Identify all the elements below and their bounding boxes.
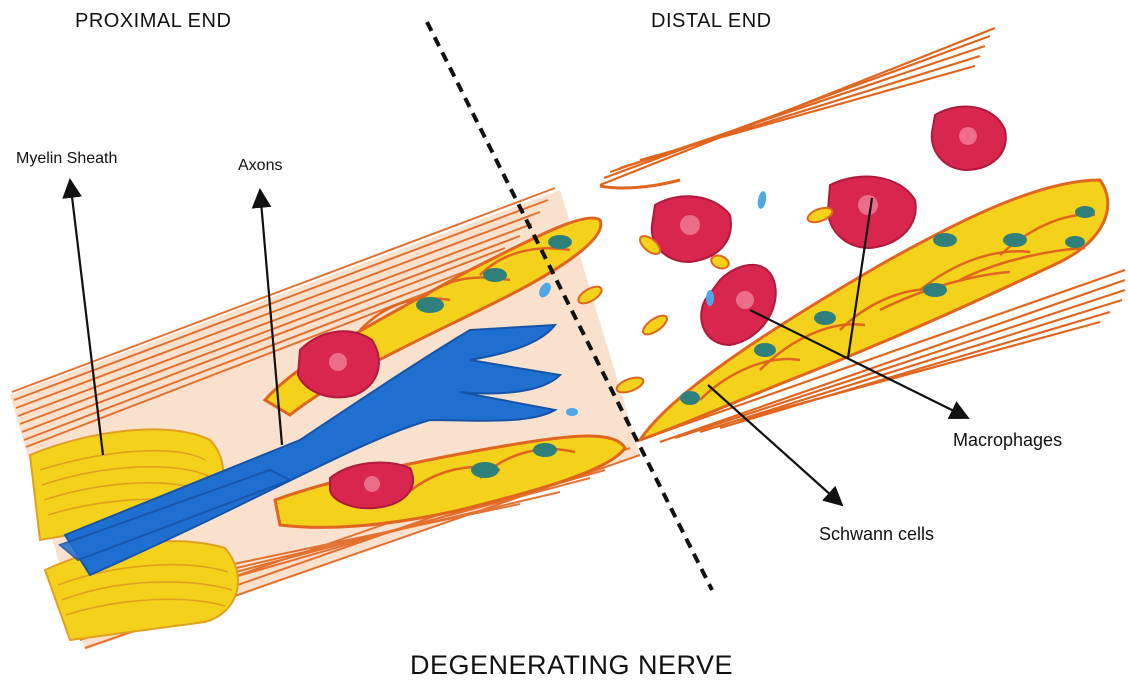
distal-sheath-top	[600, 28, 995, 188]
proximal-end-label: PROXIMAL END	[75, 10, 231, 33]
macrophage-distal-1	[652, 196, 731, 262]
diagram-title: DEGENERATING NERVE	[410, 650, 733, 681]
myelin-sheath-label: Myelin Sheath	[16, 150, 117, 168]
axons-label: Axons	[238, 157, 282, 175]
distal-nerve	[537, 28, 1125, 442]
schwann-cells-label: Schwann cells	[819, 524, 934, 545]
macrophage-distal-3	[828, 177, 916, 248]
macrophages-label: Macrophages	[953, 430, 1062, 451]
macrophage-distal-2	[701, 265, 776, 345]
macrophage-proximal-2	[330, 463, 413, 509]
distal-end-label: DISTAL END	[651, 10, 772, 33]
macrophage-proximal-1	[298, 331, 379, 397]
macrophage-distal-4	[932, 107, 1006, 170]
